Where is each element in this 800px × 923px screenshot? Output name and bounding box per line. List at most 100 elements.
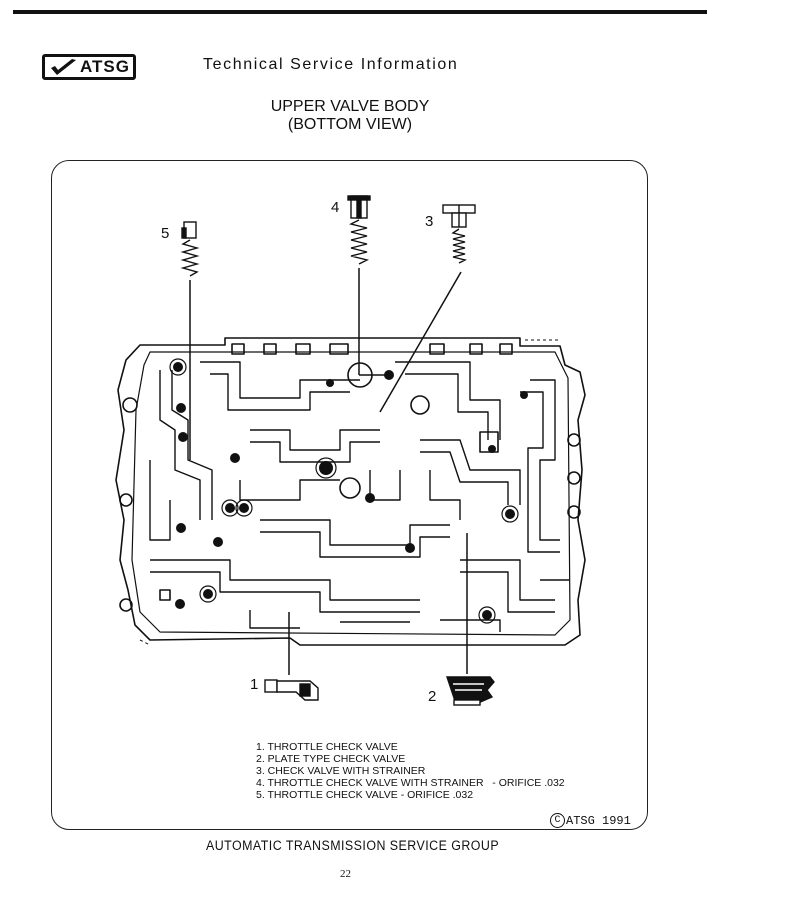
- passage: [530, 379, 560, 541]
- legend-item: 4. THROTTLE CHECK VALVE WITH STRAINER - …: [256, 777, 565, 789]
- checkmark-icon: [51, 59, 76, 75]
- legend-item: 2. PLATE TYPE CHECK VALVE: [256, 753, 406, 765]
- bolt-hole: [119, 493, 133, 507]
- diagram-title-line2: (BOTTOM VIEW): [287, 116, 413, 133]
- passage: [200, 361, 360, 399]
- port: [263, 343, 277, 355]
- diagram-frame: [51, 160, 648, 830]
- passage: [520, 391, 560, 553]
- check-ball: [239, 503, 249, 513]
- passage: [460, 571, 555, 613]
- valve-4-core: [356, 199, 362, 219]
- valve-1-tab: [264, 679, 278, 693]
- port: [159, 589, 171, 601]
- check-ball: [365, 493, 375, 503]
- check-ball: [384, 370, 394, 380]
- passage: [159, 370, 201, 520]
- valve-5-cap: [181, 227, 187, 239]
- check-ball: [405, 543, 415, 553]
- copyright-text: ATSG 1991: [566, 813, 631, 828]
- footer-organization: AUTOMATIC TRANSMISSION SERVICE GROUP: [206, 838, 500, 853]
- page-number: 22: [340, 868, 351, 880]
- callout-1: 1: [250, 676, 259, 693]
- passage: [260, 519, 450, 546]
- bolt-hole: [119, 598, 133, 612]
- atsg-logo: ATSG: [42, 54, 136, 80]
- check-ball-ring: [478, 606, 496, 624]
- valve-5-spring: [180, 239, 200, 277]
- check-ball: [176, 403, 186, 413]
- check-ball: [203, 589, 213, 599]
- passage: [250, 441, 380, 463]
- bolt-hole: [339, 477, 361, 499]
- bolt-hole: [567, 505, 581, 519]
- port: [479, 431, 499, 453]
- check-ball-ring: [169, 358, 187, 376]
- valve-5-assembly: [180, 221, 200, 460]
- port: [469, 343, 483, 355]
- port: [429, 343, 445, 355]
- valve-body-inner-outline: [131, 351, 571, 636]
- legend-item: 1. THROTTLE CHECK VALVE: [256, 741, 398, 753]
- check-ball: [178, 432, 188, 442]
- bolt-hole: [122, 397, 138, 413]
- diagram-title-line1: UPPER VALVE BODY: [270, 98, 430, 115]
- bolt-hole: [567, 471, 581, 485]
- check-ball: [319, 461, 333, 475]
- passage: [420, 451, 509, 505]
- valve-4-spring: [348, 219, 370, 265]
- passage: [429, 470, 461, 520]
- top-rule: [13, 10, 707, 14]
- header-title: Technical Service Information: [203, 56, 459, 73]
- valve-1-body: [276, 680, 319, 701]
- port: [231, 343, 245, 355]
- passage: [440, 619, 501, 632]
- passage: [369, 470, 401, 501]
- valve-body-outline: [115, 337, 586, 646]
- valve-3-spring: [451, 228, 468, 264]
- check-ball-ring: [315, 457, 337, 479]
- callout-3: 3: [425, 213, 434, 230]
- passage: [260, 531, 450, 558]
- callout-4: 4: [331, 199, 340, 216]
- check-ball: [175, 599, 185, 609]
- passage: [239, 479, 340, 501]
- check-ball-ring: [501, 505, 519, 523]
- passage: [250, 429, 380, 451]
- passage: [405, 373, 489, 440]
- passage: [420, 439, 521, 505]
- copyright: C ATSG 1991: [550, 813, 631, 828]
- passage: [460, 559, 555, 601]
- port: [499, 343, 513, 355]
- passage: [249, 610, 300, 629]
- valve-3-leader: [379, 271, 462, 413]
- check-ball: [176, 523, 186, 533]
- check-ball: [505, 509, 515, 519]
- check-ball: [520, 391, 528, 399]
- valve-2-base: [453, 699, 481, 706]
- passage: [395, 361, 501, 440]
- parts-legend: 1. THROTTLE CHECK VALVE 2. PLATE TYPE CH…: [256, 741, 565, 801]
- check-ball-ring: [199, 585, 217, 603]
- valve-1-assembly: [264, 612, 319, 701]
- check-ball: [482, 610, 492, 620]
- passage: [150, 559, 420, 601]
- check-ball: [230, 453, 240, 463]
- diagram-title: UPPER VALVE BODY (BOTTOM VIEW): [250, 98, 450, 134]
- copyright-icon: C: [550, 813, 565, 828]
- passage: [171, 370, 213, 520]
- port: [295, 343, 311, 355]
- logo-text: ATSG: [80, 57, 130, 76]
- passage: [149, 460, 171, 541]
- check-ball-ring: [221, 499, 239, 517]
- check-ball: [326, 379, 334, 387]
- check-ball: [225, 503, 235, 513]
- check-ball: [213, 537, 223, 547]
- port: [329, 343, 349, 355]
- dashed-outline: [139, 639, 151, 646]
- valve-4-assembly: [347, 195, 388, 376]
- callout-2: 2: [428, 688, 437, 705]
- valve-3-assembly: [379, 204, 476, 413]
- bolt-hole: [410, 395, 430, 415]
- valve-2-assembly: [446, 533, 495, 706]
